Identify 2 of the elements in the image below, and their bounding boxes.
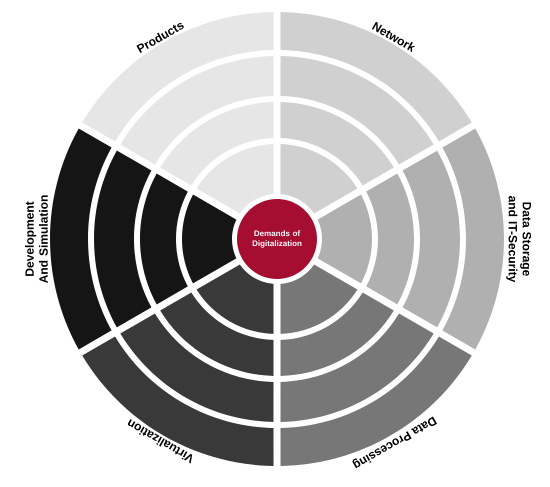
sector-label: Data Storage and IT-Security: [506, 196, 532, 282]
sector-label: Development And Simulation: [25, 195, 48, 284]
